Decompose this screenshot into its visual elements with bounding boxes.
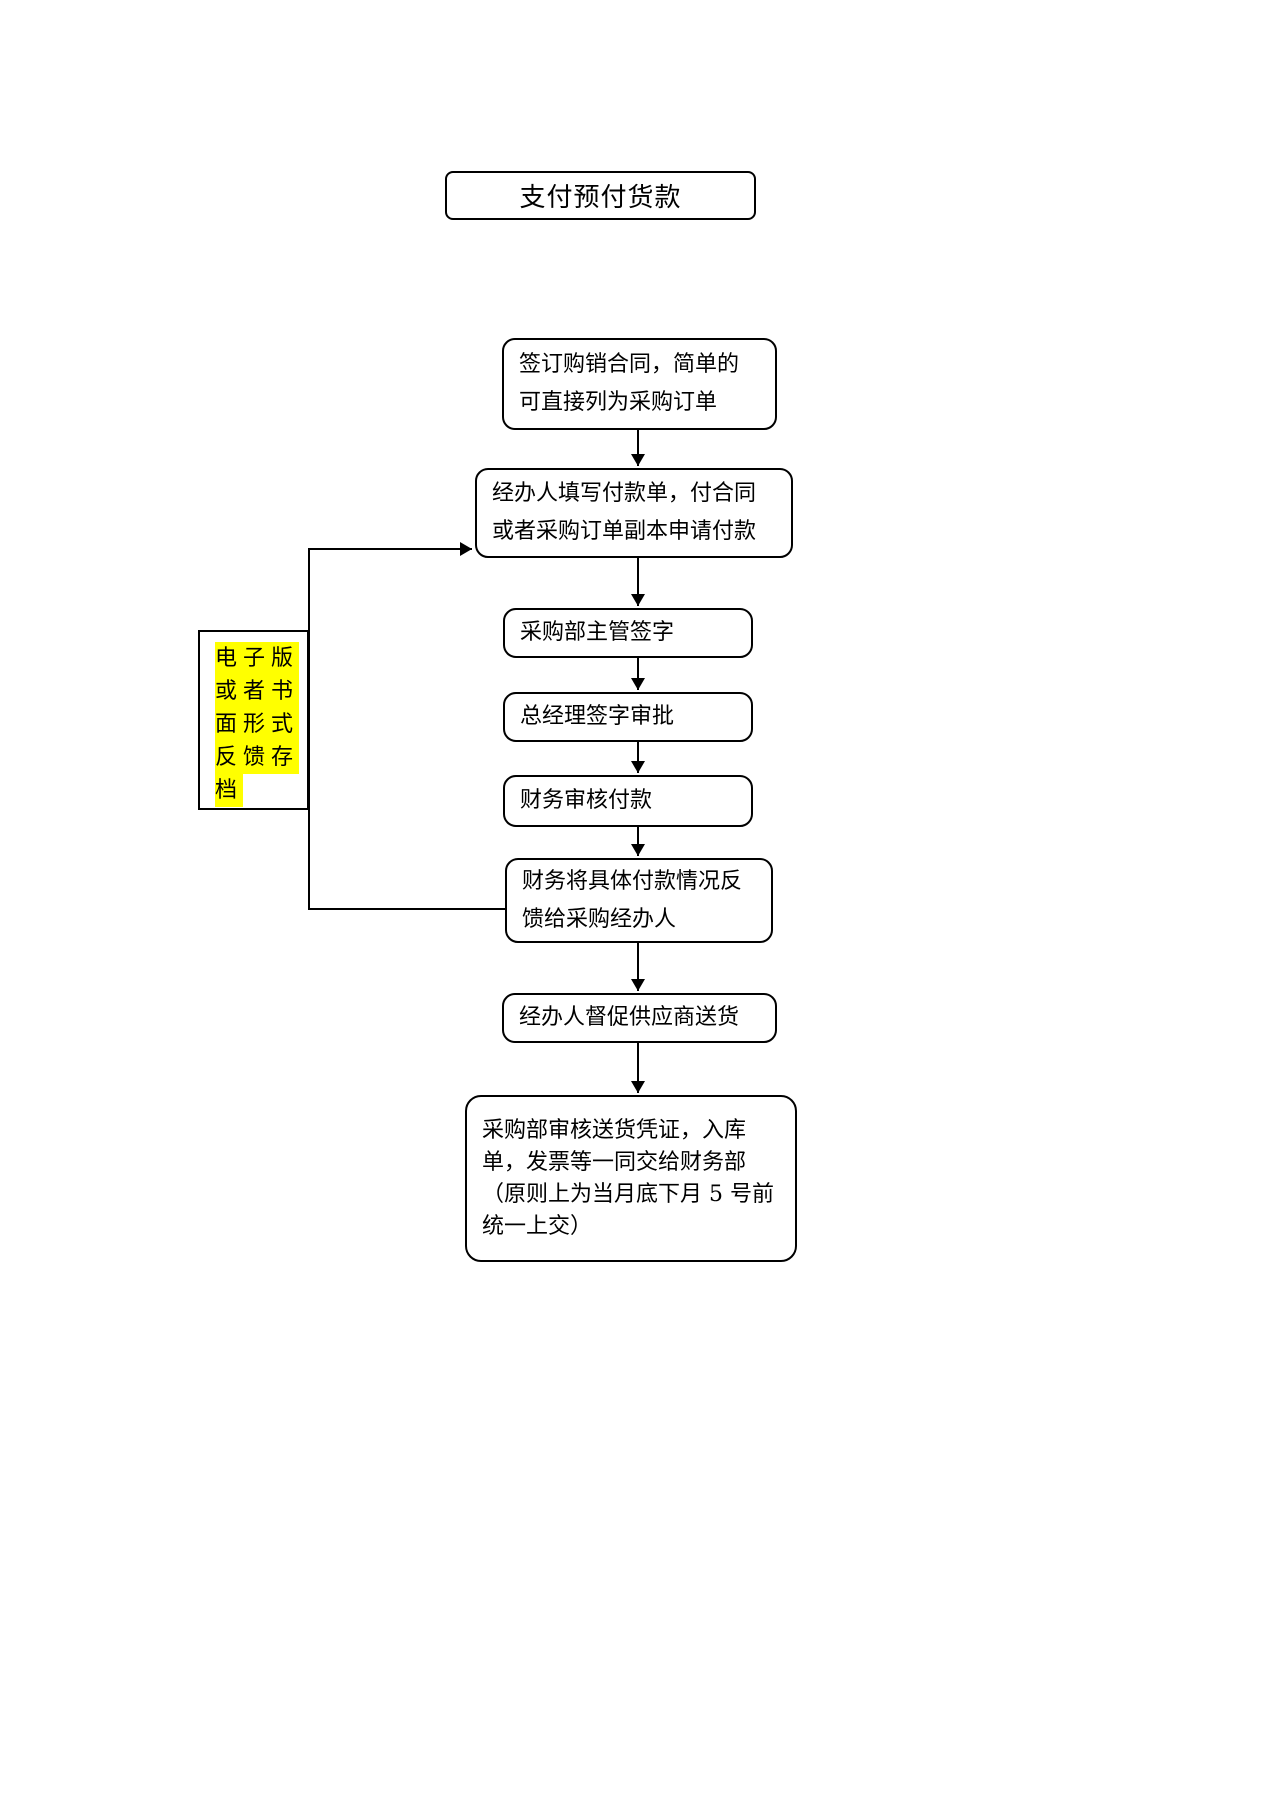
flow-title: 支付预付货款	[519, 183, 682, 213]
annotation-line: 电子版	[215, 642, 307, 675]
annotation-line: 反馈存	[215, 741, 307, 774]
annotation-line: 面形式	[215, 708, 307, 741]
step-urge-supplier-delivery: 经办人督促供应商送货	[502, 993, 777, 1043]
highlighted-text: 或者书	[215, 675, 300, 708]
highlighted-text: 面形式	[215, 708, 300, 741]
step-general-manager-approve: 总经理签字审批	[503, 692, 753, 742]
step-purchasing-manager-sign: 采购部主管签字	[503, 608, 753, 658]
step-finance-review-payment: 财务审核付款	[503, 775, 753, 827]
highlighted-text: 档	[215, 774, 244, 807]
annotation-archive-box: 电子版 或者书 面形式 反馈存 档	[198, 630, 309, 810]
step-label: 经办人填写付款单，付合同 或者采购订单副本申请付款	[492, 481, 757, 544]
annotation-line: 或者书	[215, 675, 307, 708]
step-label: 经办人督促供应商送货	[519, 1005, 740, 1030]
step-label: 总经理签字审批	[520, 704, 675, 729]
flow-title-box: 支付预付货款	[445, 171, 756, 220]
step-label: 财务将具体付款情况反 馈给采购经办人	[522, 868, 743, 932]
step-submit-documents: 采购部审核送货凭证，入库 单，发票等一同交给财务部 （原则上为当月底下月 5 号…	[465, 1095, 797, 1262]
highlighted-text: 电子版	[215, 642, 300, 675]
highlighted-text: 反馈存	[215, 741, 300, 774]
annotation-line: 档	[215, 774, 307, 807]
feedback-loop-arrow	[308, 542, 505, 910]
step-fill-payment-form: 经办人填写付款单，付合同 或者采购订单副本申请付款	[475, 468, 793, 558]
step-label: 签订购销合同，简单的 可直接列为采购订单	[519, 352, 740, 415]
step-label: 采购部主管签字	[520, 620, 675, 645]
step-label: 财务审核付款	[520, 788, 653, 813]
step-finance-feedback: 财务将具体付款情况反 馈给采购经办人	[505, 858, 773, 943]
step-sign-contract: 签订购销合同，简单的 可直接列为采购订单	[502, 338, 777, 430]
step-label: 采购部审核送货凭证，入库 单，发票等一同交给财务部 （原则上为当月底下月 5 号…	[482, 1117, 774, 1239]
